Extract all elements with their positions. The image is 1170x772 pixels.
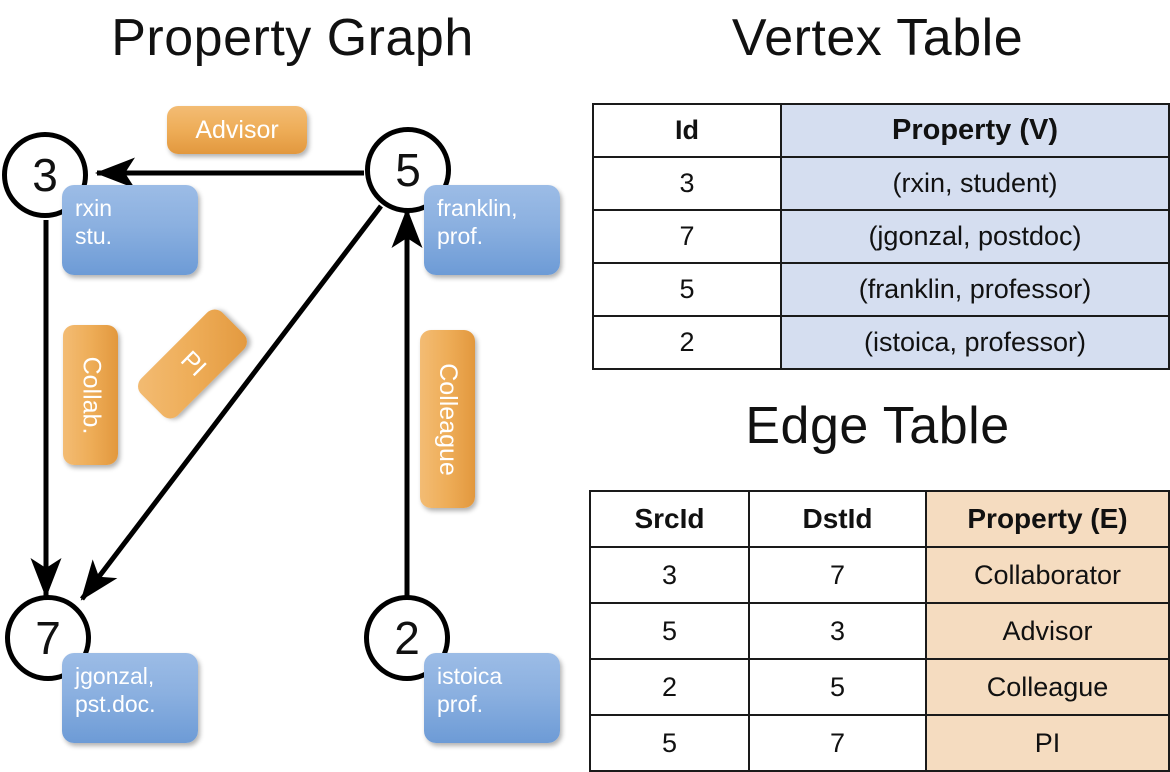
node-property-line-2: prof. xyxy=(437,691,484,718)
edge-cell-property: PI xyxy=(925,714,1170,772)
vertex-cell-property: (rxin, student) xyxy=(780,156,1170,211)
edge-label-text: Advisor xyxy=(195,115,279,144)
edge-cell-dstid: 7 xyxy=(748,546,927,604)
edge-table-header-dstid: DstId xyxy=(748,490,927,548)
node-property-box-rxin[interactable]: rxin stu. xyxy=(62,185,198,275)
graph-edges-svg xyxy=(30,157,423,601)
page-title-property-graph: Property Graph xyxy=(111,9,474,67)
node-property-box-istoica[interactable]: istoica prof. xyxy=(424,653,560,743)
node-property-box-franklin[interactable]: franklin, prof. xyxy=(424,185,560,275)
edge-label-colleague[interactable]: Colleague xyxy=(420,330,475,508)
graph-node-3[interactable]: 3 xyxy=(2,132,88,218)
edge-label-text: PI xyxy=(174,345,212,382)
vertex-table-header-property: Property (V) xyxy=(780,103,1170,158)
vertex-cell-property: (istoica, professor) xyxy=(780,315,1170,370)
vertex-cell-property: (jgonzal, postdoc) xyxy=(780,209,1170,264)
vertex-table-header-id: Id xyxy=(592,103,782,158)
table-row[interactable]: 3 7 Collaborator xyxy=(589,546,1170,604)
table-row[interactable]: 5 3 Advisor xyxy=(589,602,1170,660)
vertex-cell-id: 5 xyxy=(592,262,782,317)
edge-label-collab[interactable]: Collab. xyxy=(63,325,118,465)
edge-cell-dstid: 3 xyxy=(748,602,927,660)
node-property-line-1: istoica xyxy=(437,663,503,689)
edge-cell-dstid: 7 xyxy=(748,714,927,772)
edge-cell-dstid: 5 xyxy=(748,658,927,716)
table-header-row: Id Property (V) xyxy=(592,103,1170,158)
edge-line-pi xyxy=(80,204,383,601)
edge-cell-property: Collaborator xyxy=(925,546,1170,604)
property-graph-diagram: 3 5 7 2 rxin stu. franklin, prof. jgonza… xyxy=(0,80,585,760)
edge-label-text: Collab. xyxy=(77,356,106,434)
table-header-row: SrcId DstId Property (E) xyxy=(589,490,1170,548)
graph-node-5[interactable]: 5 xyxy=(365,127,451,213)
node-property-box-jgonzal[interactable]: jgonzal, pst.doc. xyxy=(62,653,198,743)
table-row[interactable]: 7 (jgonzal, postdoc) xyxy=(592,209,1170,264)
table-row[interactable]: 2 (istoica, professor) xyxy=(592,315,1170,370)
edge-label-advisor[interactable]: Advisor xyxy=(167,106,307,154)
node-property-line-1: jgonzal, xyxy=(75,663,155,689)
edge-cell-srcid: 3 xyxy=(589,546,750,604)
table-row[interactable]: 2 5 Colleague xyxy=(589,658,1170,716)
node-property-line-1: franklin, xyxy=(437,195,518,221)
edge-table-header-srcid: SrcId xyxy=(589,490,750,548)
edge-cell-srcid: 5 xyxy=(589,714,750,772)
table-row[interactable]: 5 7 PI xyxy=(589,714,1170,772)
table-row[interactable]: 3 (rxin, student) xyxy=(592,156,1170,211)
vertex-cell-property: (franklin, professor) xyxy=(780,262,1170,317)
node-property-line-2: stu. xyxy=(75,223,113,250)
edge-table-header-property: Property (E) xyxy=(925,490,1170,548)
edge-cell-srcid: 5 xyxy=(589,602,750,660)
edge-label-text: Colleague xyxy=(434,362,462,476)
edge-cell-property: Advisor xyxy=(925,602,1170,660)
edge-cell-srcid: 2 xyxy=(589,658,750,716)
vertex-cell-id: 3 xyxy=(592,156,782,211)
page-title-vertex-table: Vertex Table xyxy=(731,9,1024,67)
node-property-line-1: rxin xyxy=(75,195,113,221)
table-row[interactable]: 5 (franklin, professor) xyxy=(592,262,1170,317)
vertex-cell-id: 2 xyxy=(592,315,782,370)
node-property-line-2: prof. xyxy=(437,223,484,250)
vertex-table: Id Property (V) 3 (rxin, student) 7 (jgo… xyxy=(592,103,1170,370)
edge-table: SrcId DstId Property (E) 3 7 Collaborato… xyxy=(589,490,1170,772)
edge-cell-property: Colleague xyxy=(925,658,1170,716)
vertex-cell-id: 7 xyxy=(592,209,782,264)
node-property-line-2: pst.doc. xyxy=(75,691,156,718)
page-title-edge-table: Edge Table xyxy=(745,397,1010,455)
